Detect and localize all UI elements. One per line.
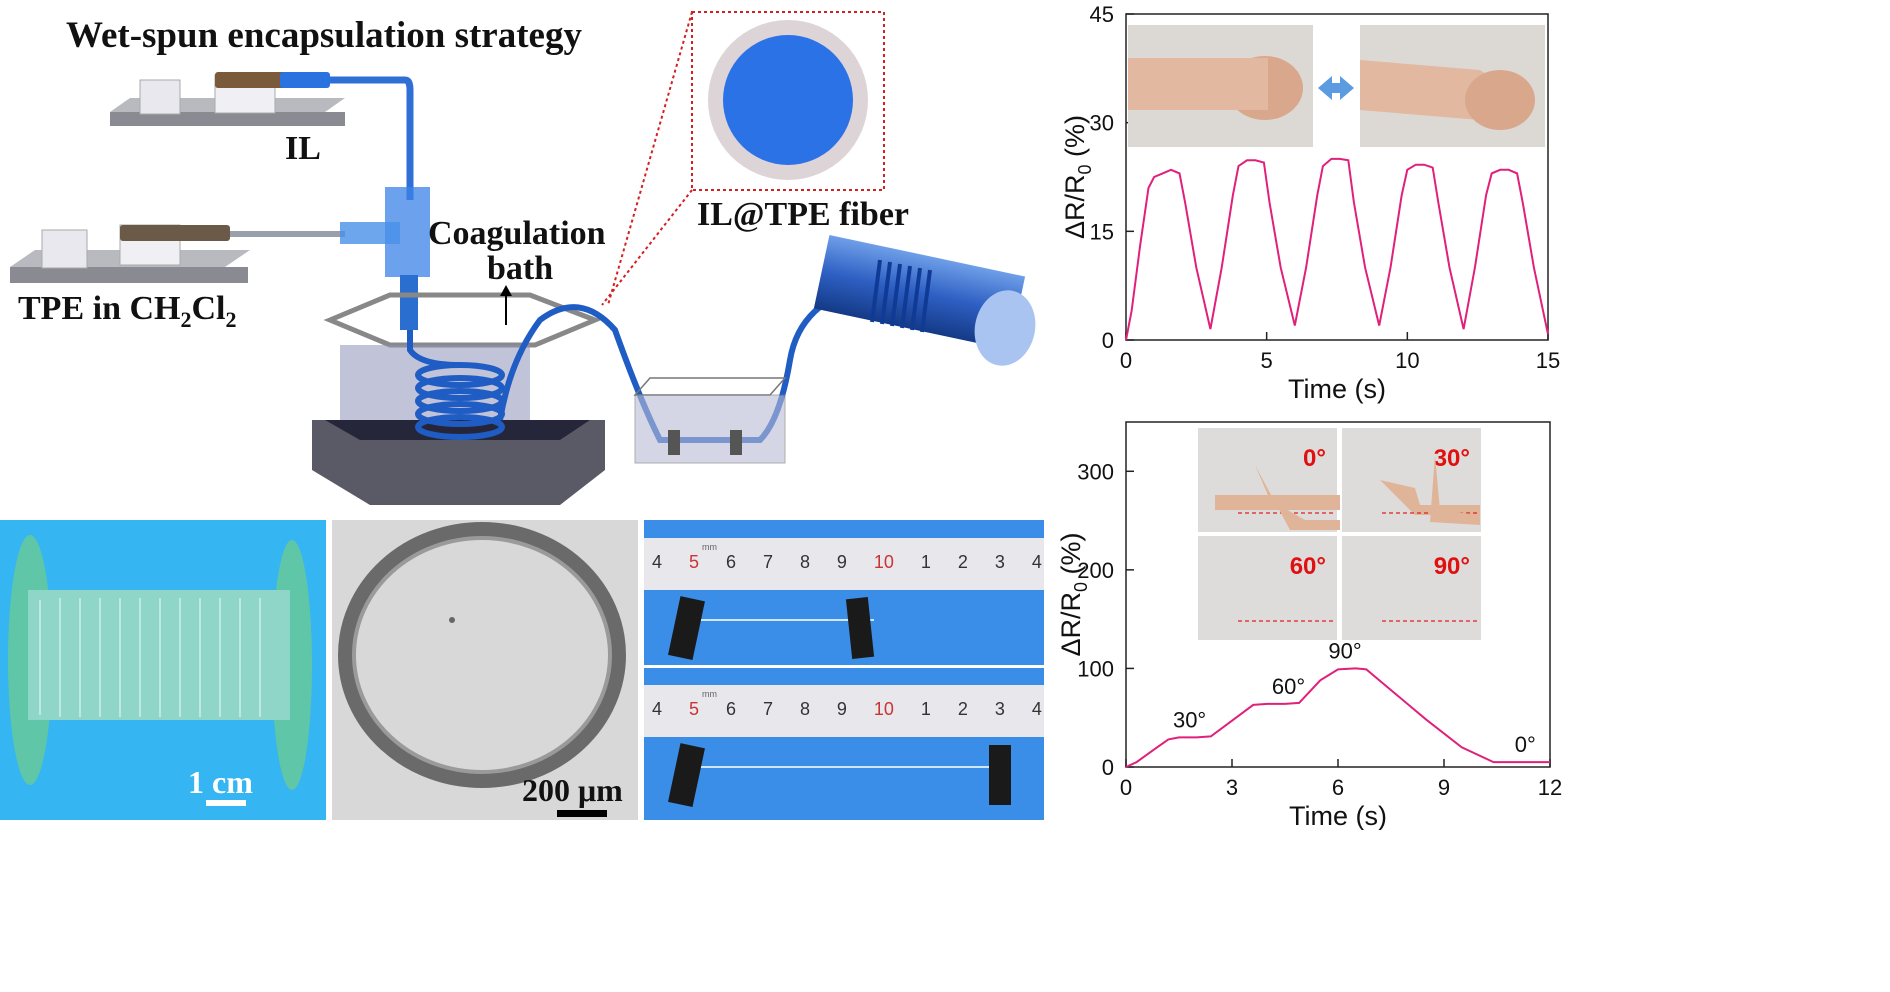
ruler-details [668,596,1011,808]
x-tick-label: 0 [1120,348,1132,373]
schematic-title: Wet-spun encapsulation strategy [66,15,582,56]
syringe-pump-il [110,72,345,126]
elbow-arm [1380,480,1480,515]
ruler-tick-label: 9 [836,699,847,719]
label-tpe-mid: Cl [191,290,226,327]
ruler-photos: mm mm 4 5 6 7 8 9 10 1 2 3 4 4 5 6 7 8 9 10 1 2 3 4 [644,520,1044,820]
x-tick-label: 0 [1120,775,1132,800]
elbow-inset: 90° [1342,455,1481,640]
y-tick-label: 300 [1077,459,1114,484]
angle-annotation: 0° [1515,732,1536,757]
ruler-divider [644,665,1044,668]
ruler-tick-label: 1 [920,552,931,572]
label-tpe-sub2: 2 [225,306,237,332]
elbow-angle-label: 90° [1434,553,1470,580]
spool-photo: 1 cm [0,520,326,820]
syringe-pump-tpe [10,224,250,283]
ruler-tick-label: 9 [836,552,847,572]
x-tick-label: 5 [1261,348,1273,373]
ruler-tick-label: 4 [1031,552,1042,572]
sem-scale-label: 200 μm [522,772,623,808]
elbow-angle-label: 30° [1434,445,1470,472]
elbow-inset-photo [1198,536,1337,640]
elbow-arm [1215,495,1340,510]
ruler-tick-label: 8 [799,552,810,572]
ruler-tick-label: 10 [873,552,894,572]
label-il: IL [285,130,321,167]
wrist-photos [1128,25,1545,147]
y-tick-label: 0 [1102,328,1114,353]
ruler-bottom [644,685,1044,737]
label-coagulation: Coagulation [428,215,606,252]
label-fiber: IL@TPE fiber [697,196,910,233]
angle-annotation: 90° [1328,638,1361,663]
x-tick-label: 3 [1226,775,1238,800]
ruler-tick-label: 4 [652,699,663,719]
ruler-tick-label: 10 [873,699,894,719]
x-axis-label: Time (s) [1288,374,1386,404]
sem-ring-illustration [338,522,626,817]
fist-right [1465,70,1535,130]
ruler-tick-label: 2 [957,699,968,719]
ruler-tick-label: 5 [688,699,699,719]
series-line [1125,157,1549,341]
sem-photo: 200 μm [332,520,638,820]
double-arrow-icon [1318,76,1354,100]
ruler-bottom-ticks: 4 5 6 7 8 9 10 1 2 3 4 [652,699,1042,720]
x-tick-label: 6 [1332,775,1344,800]
y-tick-label: 15 [1090,219,1114,244]
ruler-bottom-unit: mm [702,689,717,699]
ruler-tick-label: 1 [920,699,931,719]
arm-left [1128,58,1268,110]
y-tick-label: 45 [1090,2,1114,27]
elbow-inset-photo [1342,536,1481,640]
ruler-tick-label: 6 [725,552,736,572]
y-axis-label: ΔR/R0 (%) [1056,532,1091,656]
label-tpe-sub1: 2 [180,306,192,332]
x-axis-label: Time (s) [1289,801,1387,830]
y-tick-label: 30 [1090,111,1114,136]
ruler-tick-label: 7 [762,552,773,572]
ruler-tick-label: 5 [688,552,699,572]
ruler-tick-label: 3 [994,552,1005,572]
x-tick-label: 15 [1536,348,1560,373]
y-tick-label: 100 [1077,656,1114,681]
ruler-tick-label: 3 [994,699,1005,719]
elbow-angle-label: 60° [1290,553,1326,580]
ruler-top [644,538,1044,590]
ruler-tick-label: 4 [1031,699,1042,719]
elbow-angle-label: 0° [1303,445,1326,472]
angle-annotation: 30° [1173,707,1206,732]
ruler-tick-label: 7 [762,699,773,719]
x-tick-label: 9 [1438,775,1450,800]
spool-scale-label: 1 cm [188,764,253,800]
label-bath: bath [487,250,554,287]
x-tick-label: 10 [1395,348,1419,373]
elbow-arm [1255,465,1340,530]
ruler-tick-label: 4 [652,552,663,572]
label-tpe: TPE in CH2Cl2 [18,290,236,333]
y-tick-label: 0 [1102,755,1114,780]
y-axis-label: ΔR/R0 (%) [1060,115,1095,239]
ruler-top-unit: mm [702,542,717,552]
elbow-inset: 60° [1198,465,1340,640]
spool-illustration [8,535,312,806]
plot-frame [1125,13,1549,341]
series-line [1125,667,1550,768]
ruler-tick-label: 6 [725,699,736,719]
angle-annotation: 60° [1272,674,1305,699]
elbow-inset-photo [1198,428,1337,532]
elbow-inset: 0° [1198,428,1340,532]
ruler-top-ticks: 4 5 6 7 8 9 10 1 2 3 4 [652,552,1042,573]
elbow-arm [1430,455,1480,525]
ruler-tick-label: 8 [799,699,810,719]
label-tpe-prefix: TPE in CH [18,290,181,327]
y-tick-label: 200 [1077,558,1114,583]
x-tick-label: 12 [1538,775,1562,800]
ruler-tick-label: 2 [957,552,968,572]
schematic-illustration [10,11,1036,505]
